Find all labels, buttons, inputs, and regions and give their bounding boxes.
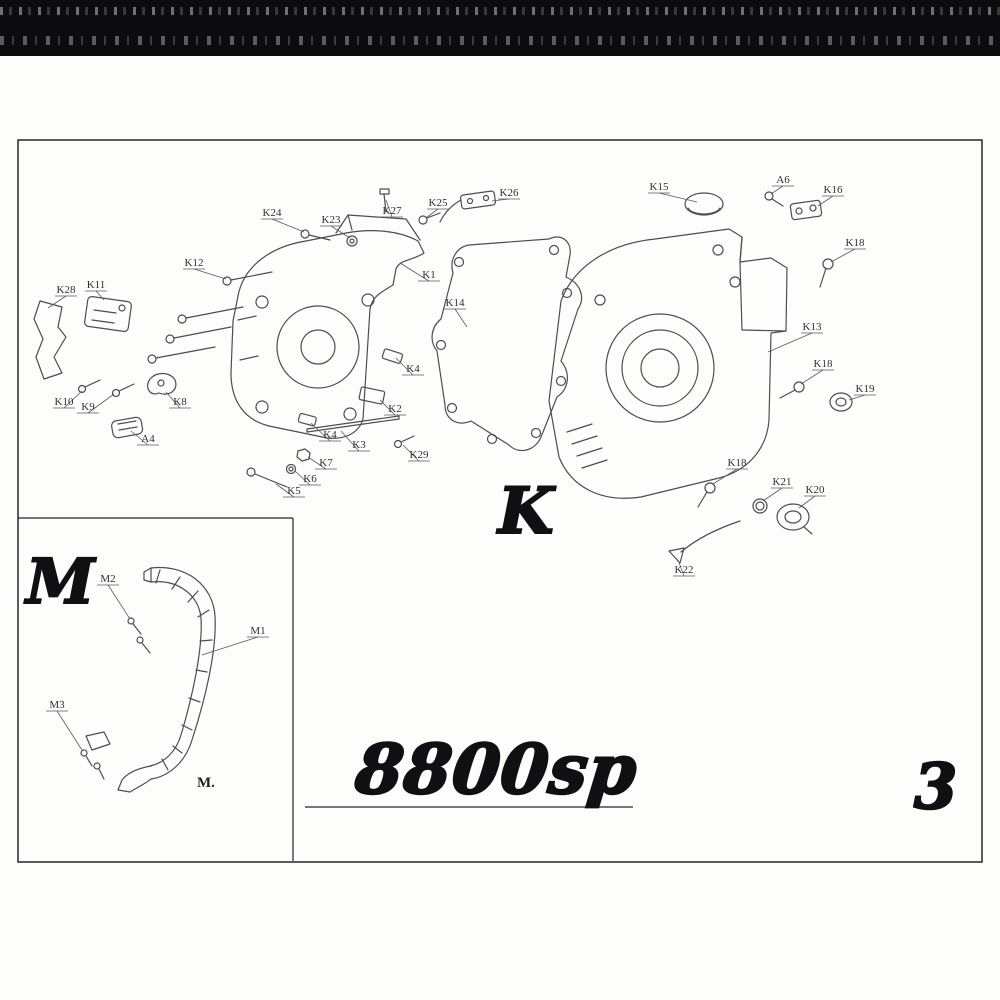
part-label-K18: K18 bbox=[728, 457, 747, 469]
part-label-K7: K7 bbox=[319, 457, 333, 469]
page-number: 3 bbox=[913, 750, 959, 823]
scan-artifact-band bbox=[0, 0, 1000, 56]
part-label-K6: K6 bbox=[303, 473, 317, 485]
left-crankcase-half-drawing bbox=[230, 214, 425, 439]
leader-line-M2 bbox=[107, 584, 131, 620]
leader-line-K18 bbox=[712, 468, 738, 485]
leader-line-M1 bbox=[201, 636, 259, 656]
leader-line-K7 bbox=[307, 456, 327, 470]
part-label-K23: K23 bbox=[322, 214, 341, 226]
leader-line-K6 bbox=[294, 470, 311, 486]
part-label-K2: K2 bbox=[388, 403, 401, 415]
section-letter-m: M bbox=[25, 545, 96, 618]
part-label-K27: K27 bbox=[383, 205, 402, 217]
scan-noise-row bbox=[0, 7, 1000, 15]
part-label-K18: K18 bbox=[846, 237, 865, 249]
part-label-K4: K4 bbox=[406, 363, 420, 375]
inset-handle-drawing bbox=[80, 566, 216, 793]
leader-line-K12 bbox=[193, 268, 227, 280]
part-label-K11: K11 bbox=[87, 279, 106, 291]
leader-line-K10 bbox=[63, 390, 83, 409]
part-label-K26: K26 bbox=[500, 187, 519, 199]
part-label-K29: K29 bbox=[410, 449, 429, 461]
leader-line-K18 bbox=[800, 369, 824, 385]
leader-line-K22 bbox=[677, 559, 685, 577]
leader-line-K28 bbox=[47, 295, 67, 309]
leader-line-K5 bbox=[275, 483, 295, 498]
leader-line-K25 bbox=[425, 208, 439, 219]
part-label-K5: K5 bbox=[287, 485, 301, 497]
leader-line-K18 bbox=[830, 248, 856, 263]
part-label-K12: K12 bbox=[185, 257, 204, 269]
part-label-K13: K13 bbox=[803, 321, 822, 333]
leader-line-K23 bbox=[330, 225, 351, 239]
part-label-M1: M1 bbox=[250, 625, 265, 637]
leader-line-M3 bbox=[56, 710, 83, 751]
inset-caption: M. bbox=[197, 775, 215, 791]
part-label-K15: K15 bbox=[650, 181, 669, 193]
leader-line-K3 bbox=[340, 430, 360, 452]
leader-line-K19 bbox=[848, 394, 866, 401]
leader-line-K8 bbox=[165, 391, 181, 409]
part-label-K28: K28 bbox=[57, 284, 76, 296]
part-label-K20: K20 bbox=[806, 484, 825, 496]
leader-line-K4 bbox=[395, 357, 414, 376]
part-label-K4: K4 bbox=[323, 429, 337, 441]
part-label-K3: K3 bbox=[352, 439, 366, 451]
leader-line-K4 bbox=[310, 422, 331, 442]
gasket-drawing bbox=[431, 236, 583, 452]
part-label-M2: M2 bbox=[100, 573, 115, 585]
part-label-K25: K25 bbox=[429, 197, 448, 209]
leader-line-K13 bbox=[767, 332, 813, 353]
part-label-K22: K22 bbox=[675, 564, 694, 576]
part-label-K18: K18 bbox=[814, 358, 833, 370]
part-label-K9: K9 bbox=[81, 401, 95, 413]
leader-line-K29 bbox=[402, 444, 420, 462]
top-fasteners-drawing bbox=[300, 188, 834, 288]
part-label-K1: K1 bbox=[422, 269, 435, 281]
leader-line-K27 bbox=[385, 199, 393, 218]
model-title: 8800sp bbox=[351, 729, 643, 812]
leader-line-A4 bbox=[130, 430, 149, 446]
leader-line-K1 bbox=[399, 262, 430, 282]
leader-line-K15 bbox=[658, 192, 698, 203]
part-label-K16: K16 bbox=[824, 184, 843, 196]
leader-line-K11 bbox=[95, 290, 105, 301]
right-crankcase-half-drawing bbox=[548, 228, 788, 499]
leader-line-K20 bbox=[798, 495, 816, 509]
part-label-K19: K19 bbox=[856, 383, 875, 395]
right-fasteners-drawing bbox=[668, 381, 853, 564]
part-label-A6: A6 bbox=[776, 174, 790, 186]
leader-line-K21 bbox=[762, 487, 783, 502]
section-letter-k: K bbox=[497, 474, 555, 549]
scan-noise-row bbox=[0, 36, 1000, 45]
leader-line-K26 bbox=[491, 198, 510, 202]
part-label-A4: A4 bbox=[141, 433, 155, 445]
leader-line-A6 bbox=[770, 185, 784, 195]
part-label-K24: K24 bbox=[263, 207, 282, 219]
part-label-K21: K21 bbox=[773, 476, 792, 488]
leader-line-K16 bbox=[817, 195, 834, 207]
center-fasteners-drawing bbox=[246, 348, 415, 488]
left-parts-drawing bbox=[33, 271, 273, 439]
part-label-K8: K8 bbox=[173, 396, 187, 408]
leader-line-K24 bbox=[271, 218, 305, 233]
leader-line-K2 bbox=[379, 399, 396, 416]
part-label-K14: K14 bbox=[446, 297, 465, 309]
page-frame bbox=[17, 139, 983, 863]
leader-line-K9 bbox=[87, 393, 115, 414]
part-label-M3: M3 bbox=[49, 699, 65, 711]
part-label-K10: K10 bbox=[55, 396, 74, 408]
leader-line-K14 bbox=[454, 308, 468, 328]
